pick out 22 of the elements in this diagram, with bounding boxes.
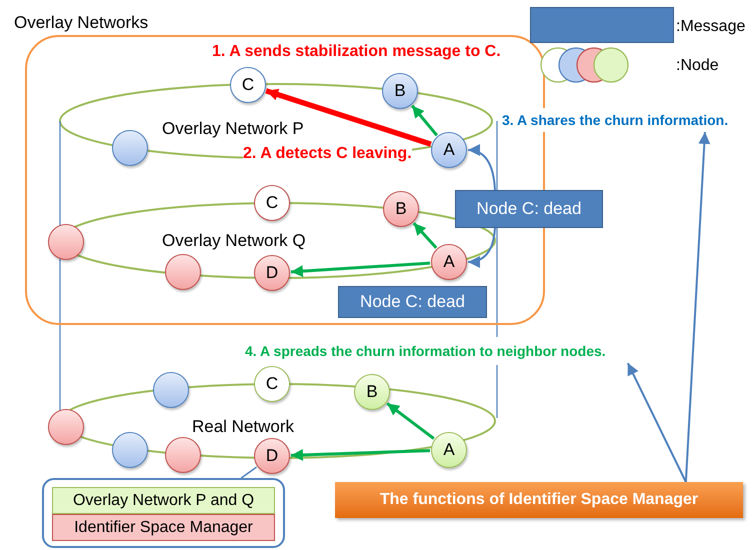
arrow — [626, 362, 687, 482]
network-label: Overlay Network Q — [162, 230, 306, 252]
arrow — [410, 104, 438, 136]
group-title: Overlay Networks — [14, 12, 148, 34]
arrow — [468, 144, 496, 190]
arrow — [290, 262, 430, 278]
network-label: Real Network — [192, 416, 294, 438]
arrow — [412, 222, 438, 249]
arrow — [386, 402, 435, 440]
arrow — [684, 132, 710, 482]
arrow — [290, 448, 430, 461]
function-bar: Identifier Space Manager — [52, 514, 275, 541]
function-bar: Overlay Network P and Q — [52, 487, 275, 514]
arrow — [468, 228, 496, 268]
arrow — [265, 88, 432, 147]
message-box: Node C: dead — [338, 286, 487, 318]
function-banner: The functions of Identifier Space Manager — [335, 482, 743, 518]
network-label: Overlay Network P — [162, 118, 304, 140]
message-box: Node C: dead — [455, 190, 603, 228]
callout-box — [42, 478, 285, 548]
legend-label: :Node — [676, 56, 719, 76]
legend-label: :Message — [676, 17, 746, 37]
